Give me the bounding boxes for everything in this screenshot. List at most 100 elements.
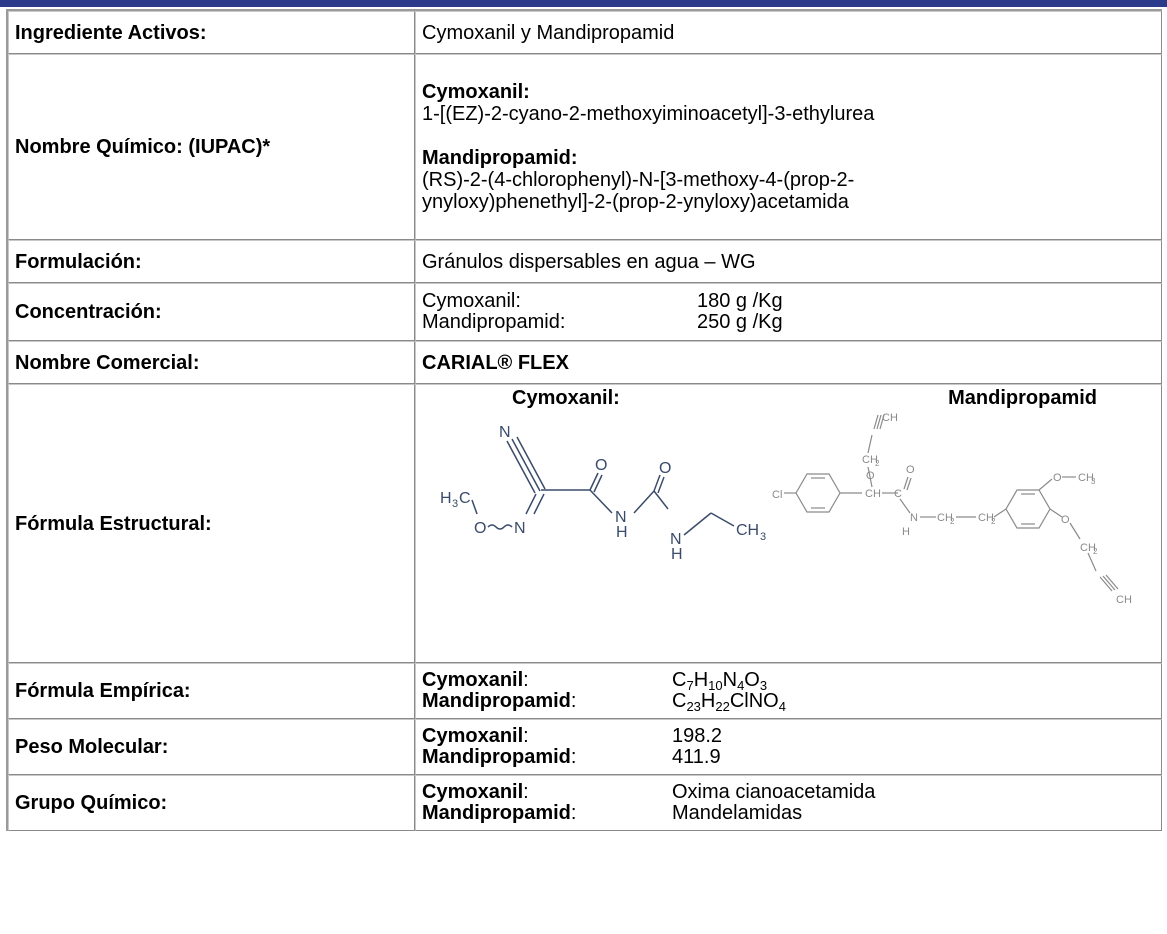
mandipropamid-atom-ch2-a: CH xyxy=(937,512,953,524)
mandipropamid-atom-ch3: CH xyxy=(1078,472,1094,484)
row-grupo-quimico: Grupo Químico: Cymoxanil: Oxima cianoace… xyxy=(8,775,1162,831)
product-data-sheet: Ingrediente Activos: Cymoxanil y Mandipr… xyxy=(6,9,1162,831)
formula-subscript: 23 xyxy=(686,699,701,714)
cymoxanil-atom-nh1-n: N xyxy=(615,509,627,526)
peso-mandipropamid-label: Mandipropamid: xyxy=(422,747,672,768)
row-nombre-comercial: Nombre Comercial: CARIAL® FLEX xyxy=(8,341,1162,384)
mandipropamid-atom-o-methoxy: O xyxy=(1053,472,1062,484)
grupo-cymoxanil: Cymoxanil: Oxima cianoacetamida xyxy=(422,782,1155,803)
formula-element: N xyxy=(722,669,738,691)
formula-subscript: 10 xyxy=(708,678,723,693)
structure-headers: Cymoxanil: Mandipropamid xyxy=(416,385,1161,409)
value-concentracion: Cymoxanil: 180 g /Kg Mandipropamid: 250 … xyxy=(415,283,1162,341)
concentracion-name: Mandipropamid: xyxy=(422,311,566,333)
grupo-mandipropamid-label: Mandipropamid: xyxy=(422,803,672,824)
value-nombre-quimico: Cymoxanil: 1-[(EZ)-2-cyano-2-methoxyimin… xyxy=(415,54,1162,240)
formula-element: H xyxy=(693,669,709,691)
row-ingrediente: Ingrediente Activos: Cymoxanil y Mandipr… xyxy=(8,11,1162,54)
row-nombre-quimico: Nombre Químico: (IUPAC)* Cymoxanil: 1-[(… xyxy=(8,54,1162,240)
concentracion-item: Cymoxanil: 180 g /Kg xyxy=(422,291,1155,312)
mandipropamid-atom-ch2-bottom-sub: 2 xyxy=(1093,547,1098,556)
grupo-mandipropamid: Mandipropamid: Mandelamidas xyxy=(422,803,1155,824)
mandipropamid-atom-o-carbonyl: O xyxy=(906,464,915,476)
value-formulacion: Gránulos dispersables en agua – WG xyxy=(415,240,1162,283)
grupo-colon: : xyxy=(523,781,529,803)
mandipropamid-atom-ch2-top: CH xyxy=(862,454,878,466)
mandipropamid-atom-o-ring: O xyxy=(1061,514,1070,526)
concentracion-name: Cymoxanil: xyxy=(422,290,521,312)
formula-element: H xyxy=(700,690,716,712)
mandipropamid-atom-ch2-bottom: CH xyxy=(1080,542,1096,554)
cymoxanil-atom-n-nitrile: N xyxy=(499,424,511,441)
row-formula-empirica: Fórmula Empírica: Cymoxanil: C7H10N4O3 M… xyxy=(8,663,1162,719)
row-formulacion: Formulación: Gránulos dispersables en ag… xyxy=(8,240,1162,283)
value-ingrediente: Cymoxanil y Mandipropamid xyxy=(415,11,1162,54)
formula-element: O xyxy=(744,669,760,691)
peso-colon: : xyxy=(570,746,577,768)
grupo-cymoxanil-label: Cymoxanil: xyxy=(422,782,672,803)
empirica-cymoxanil-name: Cymoxanil xyxy=(422,669,524,691)
cymoxanil-atom-nh2-n: N xyxy=(670,531,682,548)
mandipropamid-atom-ch3-sub: 3 xyxy=(1091,477,1096,486)
mandipropamid-title: Mandipropamid: xyxy=(422,147,578,169)
cymoxanil-atom-o-carbonyl2: O xyxy=(659,460,671,477)
mandipropamid-atom-h: H xyxy=(902,526,910,538)
mandipropamid-formula: C23H22ClNO4 xyxy=(672,690,786,714)
cymoxanil-atom-nh1-h: H xyxy=(616,524,628,541)
peso-mandipropamid-value: 411.9 xyxy=(672,746,721,768)
peso-cymoxanil-label: Cymoxanil: xyxy=(422,726,672,747)
mandipropamid-atom-ch2-top-sub: 2 xyxy=(875,459,880,468)
label-ingrediente: Ingrediente Activos: xyxy=(8,11,415,54)
cymoxanil-structure-title: Cymoxanil: xyxy=(512,387,620,409)
peso-cymoxanil-name: Cymoxanil xyxy=(422,725,524,747)
mandipropamid-atom-cl: Cl xyxy=(772,489,782,501)
mandipropamid-iupac-line1: (RS)-2-(4-chlorophenyl)-N-[3-methoxy-4-(… xyxy=(422,169,855,191)
empirica-mandipropamid: Mandipropamid: C23H22ClNO4 xyxy=(422,690,1155,714)
mandipropamid-atom-ch2-b: CH xyxy=(978,512,994,524)
cymoxanil-atom-h3c-h: H xyxy=(440,490,452,507)
empirica-mandipropamid-name: Mandipropamid xyxy=(422,690,571,712)
cymoxanil-atom-o-carbonyl1: O xyxy=(595,457,607,474)
label-grupo-quimico: Grupo Químico: xyxy=(8,775,415,831)
formula-element: C xyxy=(672,669,687,691)
cymoxanil-atom-o-methoxy: O xyxy=(474,520,486,537)
value-nombre-comercial: CARIAL® FLEX xyxy=(415,341,1162,384)
peso-cymoxanil-value: 198.2 xyxy=(672,725,723,747)
empirica-colon: : xyxy=(570,690,577,712)
formula-subscript: 3 xyxy=(759,678,768,693)
cymoxanil-atom-labels: N H 3 C O N O O N H N H CH 3 xyxy=(440,424,766,563)
formula-element: C xyxy=(672,690,687,712)
mandipropamid-iupac-line2: ynyloxy)phenethyl]-2-(prop-2-ynyloxy)ace… xyxy=(422,191,849,213)
formula-subscript: 4 xyxy=(778,699,786,714)
empirica-colon: : xyxy=(523,669,529,691)
label-peso-molecular: Peso Molecular: xyxy=(8,719,415,775)
peso-mandipropamid: Mandipropamid: 411.9 xyxy=(422,747,1155,768)
empirica-mandipropamid-label: Mandipropamid: xyxy=(422,691,672,712)
formula-subscript: 22 xyxy=(715,699,730,714)
cymoxanil-atom-n-oxime: N xyxy=(514,520,526,537)
cymoxanil-formula: C7H10N4O3 xyxy=(672,669,768,693)
grupo-mandipropamid-name: Mandipropamid xyxy=(422,802,571,824)
label-formula-estructural: Fórmula Estructural: xyxy=(8,384,415,663)
cymoxanil-iupac: 1-[(EZ)-2-cyano-2-methoxyiminoacetyl]-3-… xyxy=(422,103,875,125)
value-formula-empirica: Cymoxanil: C7H10N4O3 Mandipropamid: C23H… xyxy=(415,663,1162,719)
grupo-mandipropamid-value: Mandelamidas xyxy=(672,802,803,824)
label-concentracion: Concentración: xyxy=(8,283,415,341)
mandipropamid-atom-o-top: O xyxy=(866,470,875,482)
cymoxanil-atom-h3c-sub: 3 xyxy=(452,498,458,510)
peso-mandipropamid-name: Mandipropamid xyxy=(422,746,571,768)
formula-element: ClNO xyxy=(729,690,779,712)
mandipropamid-atom-ch-alkyne-bottom: CH xyxy=(1116,594,1132,606)
structural-formula-drawings: N H 3 C O N O O N H N H CH 3 xyxy=(440,412,1132,606)
empirica-cymoxanil-label: Cymoxanil: xyxy=(422,670,672,691)
mandipropamid-atom-ch-center: CH xyxy=(865,488,881,500)
value-grupo-quimico: Cymoxanil: Oxima cianoacetamida Mandipro… xyxy=(415,775,1162,831)
label-formula-empirica: Fórmula Empírica: xyxy=(8,663,415,719)
cymoxanil-structure xyxy=(471,436,735,536)
mandipropamid-atom-c-center: C xyxy=(894,488,902,500)
cymoxanil-atom-ch3-c: CH xyxy=(736,522,759,539)
row-concentracion: Concentración: Cymoxanil: 180 g /Kg Mand… xyxy=(8,283,1162,341)
concentracion-value: 250 g /Kg xyxy=(697,311,783,333)
label-nombre-comercial: Nombre Comercial: xyxy=(8,341,415,384)
mandipropamid-atom-ch-alkyne-top: CH xyxy=(882,412,898,424)
